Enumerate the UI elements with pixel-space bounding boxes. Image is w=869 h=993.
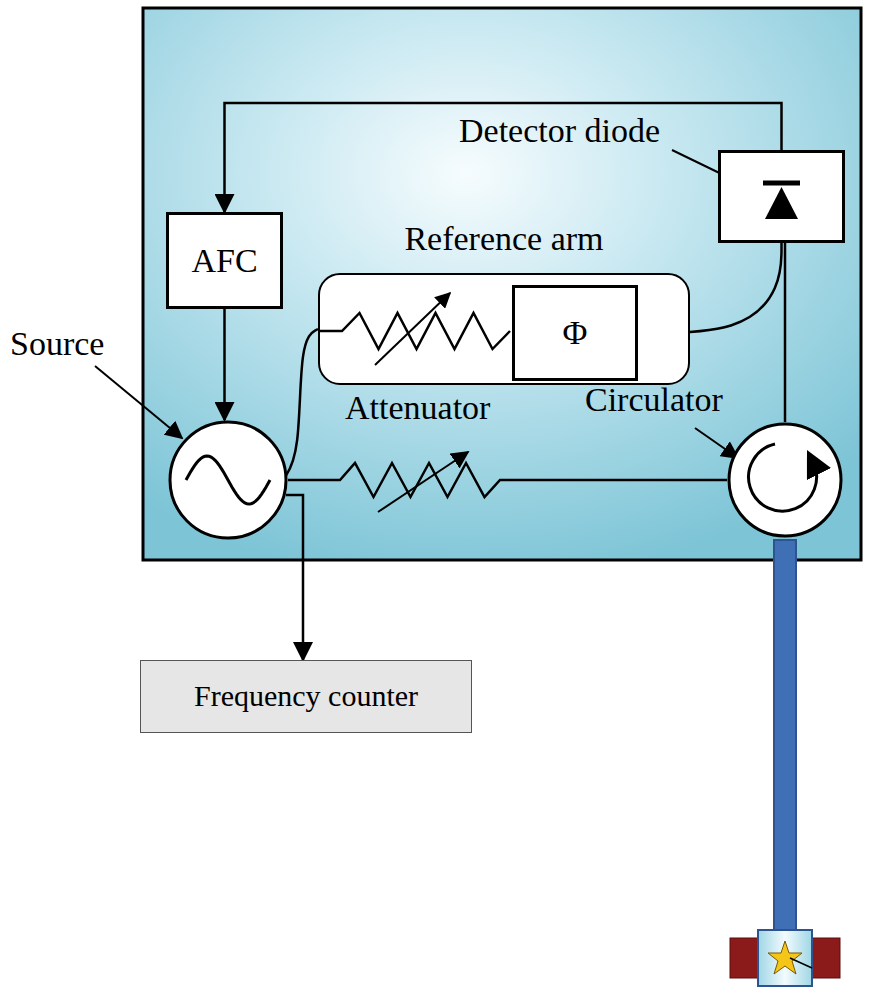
signal-line: [286, 495, 303, 660]
signal-line: [225, 103, 782, 212]
circle-outline: [727, 422, 843, 538]
instrument-panel: [143, 8, 861, 560]
node-label: AFC: [191, 241, 257, 280]
diode-triangle: [765, 187, 798, 219]
detector-box: Detector diode: [718, 150, 845, 243]
circulation-arrow: [749, 444, 817, 511]
component-label: Attenuator: [345, 388, 490, 427]
diode-bar: [763, 181, 800, 186]
waveguide: [774, 540, 796, 932]
node-heading: Circulator: [585, 380, 723, 419]
signal-line: [288, 463, 727, 497]
afc-box: AFC: [166, 212, 283, 309]
sine-symbol: [186, 456, 270, 504]
reference-arm-group: ΦReference arm: [318, 273, 690, 385]
counter-box: Frequency counter: [140, 660, 472, 733]
signal-line: [283, 329, 318, 480]
phase-shifter-box: Φ: [512, 285, 638, 381]
node-heading: Source: [10, 324, 104, 363]
circle-outline: [170, 422, 286, 538]
node-label: Φ: [563, 313, 588, 352]
source-oscillator: Source: [168, 420, 288, 540]
node-label: Frequency counter: [194, 679, 418, 714]
magnet-pole: [730, 938, 760, 978]
resistor-symbol: [320, 313, 510, 349]
diode-symbol: [721, 153, 842, 240]
circle-outline: [729, 424, 841, 536]
leader-line: [695, 428, 738, 458]
leader-line: [95, 366, 182, 438]
resonator-cavity: [758, 930, 812, 986]
signal-line: [784, 243, 787, 422]
magnet-pole: [810, 938, 840, 978]
signal-line: [223, 309, 226, 420]
sample-star: [768, 941, 802, 974]
node-heading: Detector diode: [459, 111, 660, 150]
variable-arrow: [375, 293, 450, 365]
circulator: Circulator: [727, 422, 843, 538]
node-heading: Reference arm: [320, 219, 688, 258]
sample-rod: [790, 958, 812, 968]
circle-outline: [168, 420, 288, 540]
